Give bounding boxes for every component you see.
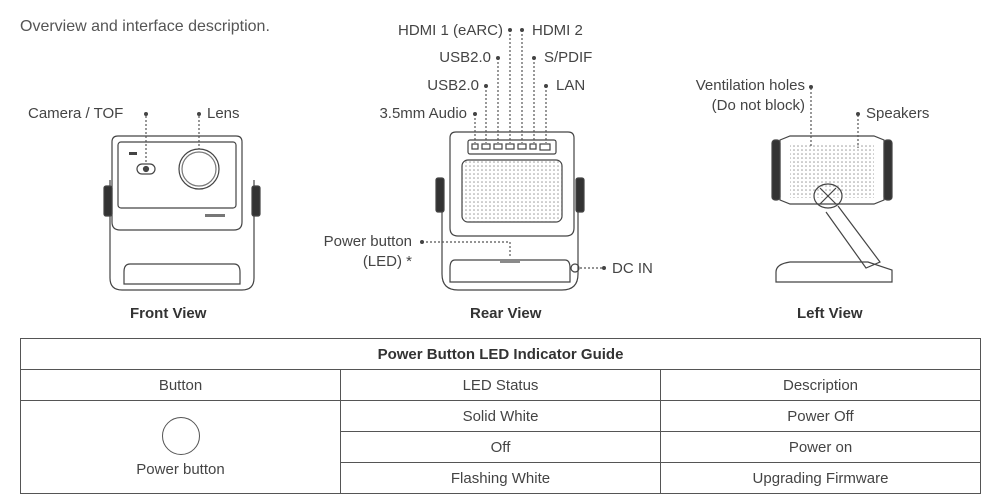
description-cell: Upgrading Firmware <box>660 462 981 494</box>
device-illustrations <box>103 28 893 291</box>
table-row: Power button Solid White Power Off <box>20 400 981 494</box>
table-row: Flashing White Upgrading Firmware <box>21 462 981 494</box>
table-title: Power Button LED Indicator Guide <box>20 338 981 370</box>
label-speakers: Speakers <box>866 105 930 122</box>
label-dc-in: DC IN <box>612 260 653 277</box>
label-power-led: (LED) * <box>362 253 412 270</box>
power-button-cell: Power button <box>20 400 341 494</box>
label-spdif: S/PDIF <box>544 49 593 66</box>
label-usb-top: USB2.0 <box>439 49 491 66</box>
label-camera-tof: Camera / TOF <box>28 105 124 122</box>
label-audio: 3.5mm Audio <box>379 105 467 122</box>
rear-view-projector-illustration <box>435 131 585 291</box>
label-ventilation: Ventilation holes <box>695 77 805 94</box>
description-cell: Power Off <box>660 400 981 432</box>
table-header-led-status: LED Status <box>340 369 661 401</box>
table-header-description: Description <box>660 369 981 401</box>
page-subtitle: Overview and interface description. <box>20 18 270 35</box>
label-lens: Lens <box>207 105 240 122</box>
left-view-projector-illustration <box>771 135 893 283</box>
label-hdmi1: HDMI 1 (eARC) <box>397 22 503 39</box>
power-button-label: Power button <box>136 460 225 478</box>
front-view-projector-illustration <box>103 135 261 291</box>
led-indicator-table: Power Button LED Indicator Guide Button … <box>20 338 981 494</box>
label-hdmi2: HDMI 2 <box>532 22 583 39</box>
caption-rear-view: Rear View <box>470 305 542 322</box>
led-status-cell: Solid White <box>340 400 661 432</box>
led-status-cell: Off <box>340 431 661 463</box>
led-status-cell: Flashing White <box>340 462 661 494</box>
table-header-button: Button <box>20 369 341 401</box>
power-button-icon <box>161 416 200 455</box>
label-power-button: Power button <box>323 233 412 250</box>
label-lan: LAN <box>556 77 586 94</box>
table-row: Off Power on <box>21 431 981 463</box>
label-do-not-block: (Do not block) <box>711 97 805 114</box>
description-cell: Power on <box>660 431 981 463</box>
caption-front-view: Front View <box>130 305 207 322</box>
label-usb-bottom: USB2.0 <box>427 77 479 94</box>
caption-left-view: Left View <box>797 305 863 322</box>
